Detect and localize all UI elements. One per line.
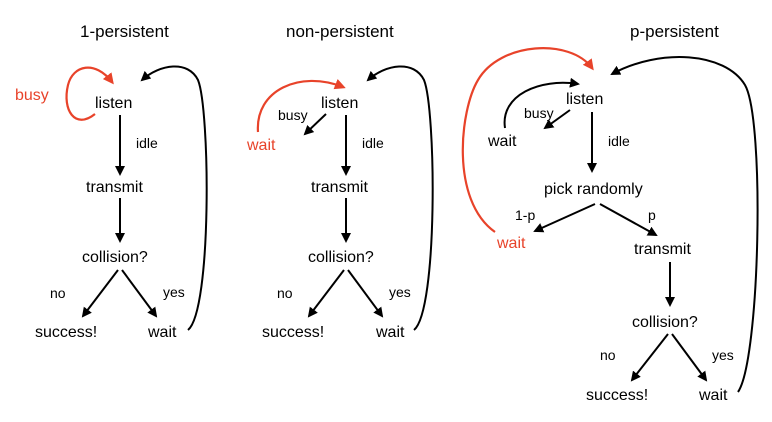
- wait-node: wait: [698, 387, 728, 404]
- no-arrow: [630, 333, 669, 382]
- wait-to-listen-red-arrow: [461, 47, 594, 233]
- yes-arrow: [121, 269, 158, 318]
- wait-node: wait: [147, 324, 177, 341]
- busy-wait-return-arrow: [503, 77, 580, 129]
- wait-return-arrow: [366, 65, 434, 331]
- idle-label: idle: [362, 135, 384, 151]
- pick-randomly-node: pick randomly: [544, 181, 643, 198]
- collision-node: collision?: [308, 249, 374, 266]
- wait-red-node: wait: [496, 235, 526, 252]
- listen-node: listen: [321, 95, 358, 112]
- p-label: p: [648, 207, 656, 223]
- yes-label: yes: [389, 284, 411, 300]
- one-persistent-panel: 1-persistent busy listen idle transmit c…: [15, 22, 208, 341]
- idle-label: idle: [608, 133, 630, 149]
- no-label: no: [277, 285, 293, 301]
- listen-node: listen: [566, 91, 603, 108]
- p-persistent-title: p-persistent: [630, 22, 719, 41]
- busy-loop-arrow: [65, 66, 114, 121]
- no-arrow: [307, 269, 345, 318]
- busy-arrow: [543, 109, 571, 130]
- transmit-node: transmit: [86, 179, 143, 196]
- transmit-node: transmit: [311, 179, 368, 196]
- wait-to-listen-red-arrow: [256, 78, 346, 133]
- wait-return-arrow: [610, 56, 759, 393]
- yes-arrow: [347, 269, 384, 318]
- idle-label: idle: [136, 135, 158, 151]
- success-node: success!: [586, 387, 648, 404]
- collision-node: collision?: [82, 249, 148, 266]
- wait-red-label: wait: [246, 137, 276, 154]
- one-persistent-title: 1-persistent: [80, 22, 169, 41]
- one-minus-p-arrow: [533, 203, 596, 233]
- busy-label: busy: [524, 105, 554, 121]
- busy-label: busy: [278, 107, 308, 123]
- p-arrow: [599, 203, 658, 236]
- busy-label: busy: [15, 87, 49, 104]
- one-minus-p-label: 1-p: [515, 207, 535, 223]
- yes-label: yes: [712, 347, 734, 363]
- no-arrow: [81, 269, 119, 318]
- collision-node: collision?: [632, 314, 698, 331]
- non-persistent-title: non-persistent: [286, 22, 394, 41]
- success-node: success!: [35, 324, 97, 341]
- wait-busy-node: wait: [487, 133, 517, 150]
- wait-return-arrow: [140, 65, 208, 331]
- busy-arrow: [303, 113, 327, 136]
- transmit-node: transmit: [634, 241, 691, 258]
- wait-node: wait: [375, 324, 405, 341]
- p-persistent-panel: p-persistent listen busy wait idle pick …: [461, 22, 759, 404]
- yes-arrow: [671, 333, 708, 382]
- yes-label: yes: [163, 284, 185, 300]
- no-label: no: [50, 285, 66, 301]
- listen-node: listen: [95, 95, 132, 112]
- non-persistent-panel: non-persistent wait listen busy idle tra…: [246, 22, 434, 341]
- no-label: no: [600, 347, 616, 363]
- success-node: success!: [262, 324, 324, 341]
